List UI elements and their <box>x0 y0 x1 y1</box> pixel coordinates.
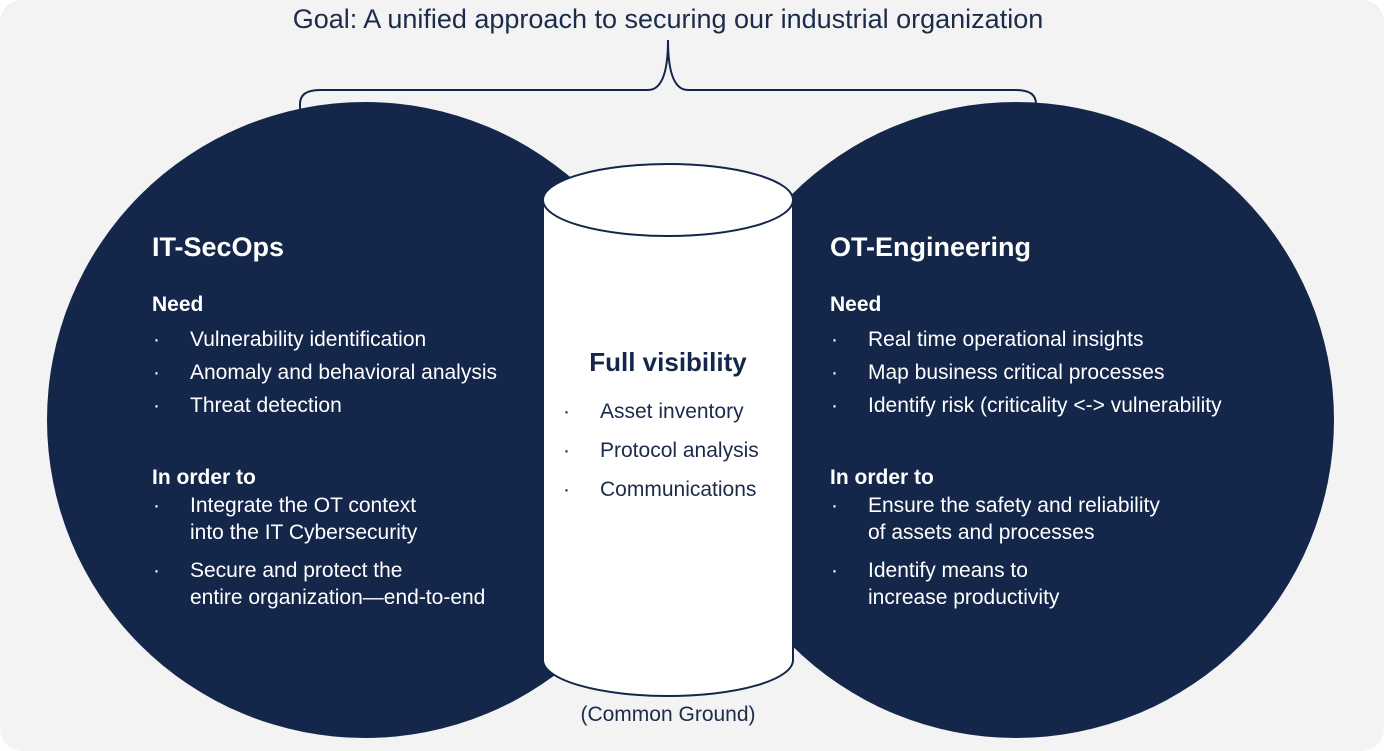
common-ground-cylinder <box>542 199 794 697</box>
ot-engineering-need-label: Need <box>830 293 882 316</box>
list-item: ·Identify risk (criticality <-> vulnerab… <box>831 394 1222 417</box>
bullet-icon: · <box>153 361 160 384</box>
it-secops-order-label: In order to <box>152 466 256 489</box>
it-secops-need-list: ·Vulnerability identification ·Anomaly a… <box>153 326 498 419</box>
cylinder-top <box>542 163 794 237</box>
ot-engineering-circle <box>698 102 1334 738</box>
list-item: ·Asset inventory <box>563 400 744 423</box>
it-secops-need-label: Need <box>152 293 204 316</box>
ot-engineering-title: OT-Engineering <box>830 232 1032 262</box>
it-secops-title: IT-SecOps <box>152 232 285 262</box>
bullet-icon: · <box>831 394 838 417</box>
bullet-icon: · <box>153 559 160 582</box>
list-item: ·Vulnerability identification <box>153 328 427 351</box>
list-item: ·Real time operational insights <box>831 328 1144 351</box>
full-visibility-title: Full visibility <box>589 347 747 377</box>
full-visibility-list: ·Asset inventory ·Protocol analysis ·Com… <box>563 398 759 503</box>
bullet-icon: · <box>153 328 160 351</box>
bullet-icon: · <box>831 494 838 517</box>
bullet-icon: · <box>153 494 160 517</box>
ot-engineering-order-label: In order to <box>830 466 934 489</box>
bullet-icon: · <box>831 559 838 582</box>
goal-title: Goal: A unified approach to securing our… <box>292 4 1044 34</box>
bullet-icon: · <box>153 394 160 417</box>
bullet-icon: · <box>831 328 838 351</box>
common-ground-caption: (Common Ground) <box>580 703 756 726</box>
list-item: ·Anomaly and behavioral analysis <box>153 361 498 384</box>
list-item: ·Threat detection <box>153 394 342 417</box>
goal-brace <box>299 39 1037 118</box>
list-item: ·Integrate the OT context into the IT Cy… <box>153 494 418 544</box>
bullet-icon: · <box>831 361 838 384</box>
it-secops-circle <box>47 102 683 738</box>
ot-engineering-need-list: ·Real time operational insights ·Map bus… <box>831 326 1222 419</box>
it-secops-order-list: ·Integrate the OT context into the IT Cy… <box>153 492 486 611</box>
bullet-icon: · <box>563 400 570 423</box>
list-item: ·Protocol analysis <box>563 439 759 462</box>
list-item: ·Map business critical processes <box>831 361 1165 384</box>
list-item: ·Identify means to increase productivity <box>831 559 1060 609</box>
list-item: ·Ensure the safety and reliability of as… <box>831 494 1160 544</box>
ot-engineering-order-list: ·Ensure the safety and reliability of as… <box>831 492 1160 611</box>
bullet-icon: · <box>563 478 570 501</box>
bullet-icon: · <box>563 439 570 462</box>
list-item: ·Communications <box>563 478 757 501</box>
list-item: ·Secure and protect the entire organizat… <box>153 559 486 609</box>
